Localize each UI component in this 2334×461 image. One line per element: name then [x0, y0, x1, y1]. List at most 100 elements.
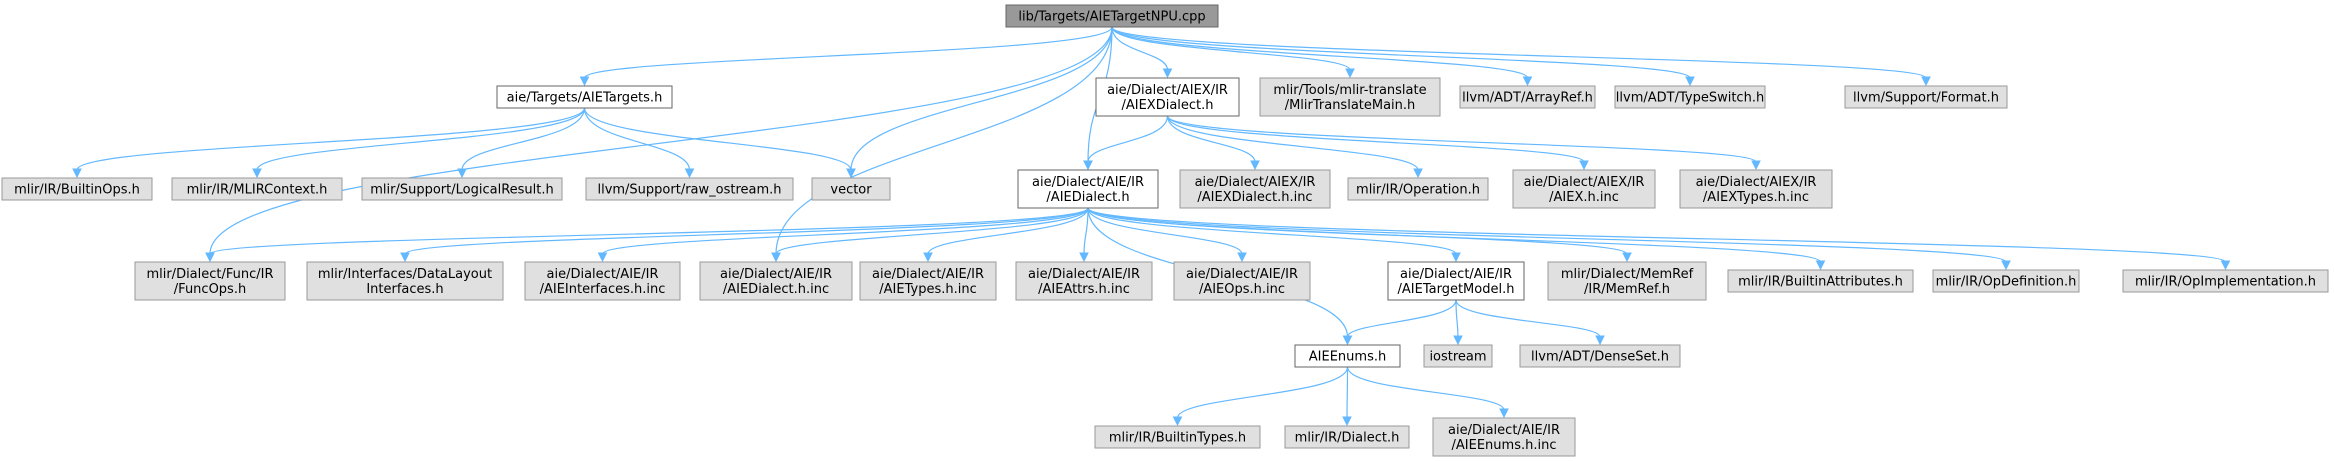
edge-line: [601, 207, 1089, 255]
node-aiedialect[interactable]: aie/Dialect/AIE/IR/AIEDialect.h: [1017, 169, 1159, 209]
node-label: mlir/IR/BuiltinTypes.h: [1109, 431, 1246, 446]
node-box: [1294, 344, 1401, 368]
node-memref: mlir/Dialect/MemRef/IR/MemRef.h: [1547, 261, 1707, 301]
edge-line: [1166, 115, 1757, 163]
node-label: /AIEXTypes.h.inc: [1703, 190, 1809, 205]
node-label: aie/Dialect/AIE/IR: [1448, 423, 1560, 438]
arrowhead-icon: [1345, 68, 1355, 79]
edge-line: [1346, 299, 1457, 338]
edge-line: [927, 207, 1089, 255]
edge-line: [1083, 207, 1089, 255]
node-box: [1387, 261, 1525, 301]
edge-line: [1111, 26, 1351, 71]
edge-line: [1111, 26, 1691, 79]
node-label: AIEEnums.h: [1309, 350, 1386, 365]
node-label: llvm/ADT/TypeSwitch.h: [1616, 91, 1764, 106]
node-label: /AIEDialect.h.inc: [723, 282, 829, 297]
edge-aieenums-to-aieenumsinc: [1346, 366, 1509, 419]
edges-layer: [72, 26, 2231, 427]
edge-line: [1111, 26, 1529, 79]
edge-line: [1087, 207, 1457, 255]
edge-aietargets-to-rawostream: [583, 107, 695, 179]
edge-line: [404, 207, 1089, 255]
arrowhead-icon: [1250, 160, 1260, 171]
node-operation: mlir/IR/Operation.h: [1347, 177, 1489, 201]
edge-root-to-typeswitch: [1111, 26, 1695, 87]
arrowhead-icon: [72, 168, 82, 179]
edge-aiedialect-to-aieattrsinc: [1079, 207, 1089, 263]
arrowhead-icon: [1162, 68, 1173, 79]
node-label: aie/Dialect/AIEX/IR: [1524, 175, 1645, 190]
node-arrayref: llvm/ADT/ArrayRef.h: [1459, 85, 1596, 109]
edge-aiedialect-to-aieopsinc: [1087, 207, 1247, 263]
node-label: llvm/Support/raw_ostream.h: [597, 183, 781, 198]
edge-aiedialect-to-datalayout: [400, 207, 1089, 263]
arrowhead-icon: [1413, 168, 1423, 179]
node-label: aie/Dialect/AIE/IR: [1032, 175, 1144, 190]
node-aieinterfacesinc: aie/Dialect/AIE/IR/AIEInterfaces.h.inc: [524, 261, 681, 301]
node-box: [134, 261, 286, 301]
node-format: llvm/Support/Format.h: [1844, 85, 2008, 109]
node-box: [1432, 417, 1576, 457]
edge-aiexdialect-to-aiedialect: [1083, 115, 1169, 171]
node-label: /AIEEnums.h.inc: [1452, 438, 1557, 453]
node-aieenums[interactable]: AIEEnums.h: [1294, 344, 1401, 368]
edge-line: [1111, 26, 1169, 71]
node-label: mlir/IR/OpDefinition.h: [1936, 275, 2077, 290]
node-label: aie/Dialect/AIE/IR: [1186, 267, 1298, 282]
node-builtinattributes: mlir/IR/BuiltinAttributes.h: [1727, 269, 1914, 293]
node-label: mlir/Interfaces/DataLayout: [318, 267, 492, 282]
edge-line: [1166, 115, 1256, 163]
node-aiexdialect[interactable]: aie/Dialect/AIEX/IR/AIEXDialect.h: [1095, 77, 1240, 117]
edge-line: [583, 26, 1113, 79]
arrowhead-icon: [252, 168, 262, 179]
arrowhead-icon: [1451, 252, 1461, 263]
node-opdefinition: mlir/IR/OpDefinition.h: [1932, 269, 2080, 293]
arrowhead-icon: [579, 76, 590, 87]
node-aiexinc: aie/Dialect/AIEX/IR/AIEX.h.inc: [1512, 169, 1656, 209]
edge-root-to-format: [1111, 26, 1931, 87]
node-label: llvm/ADT/DenseSet.h: [1531, 350, 1669, 365]
node-label: /AIETargetModel.h: [1398, 282, 1515, 297]
node-aietargets[interactable]: aie/Targets/AIETargets.h: [496, 85, 673, 109]
arrowhead-icon: [1522, 76, 1533, 87]
edge-aietargetmodel-to-denseset: [1455, 299, 1605, 346]
node-box: [496, 85, 673, 109]
node-box: [1347, 177, 1489, 201]
node-box: [524, 261, 681, 301]
arrowhead-icon: [1579, 160, 1589, 171]
edge-root-to-aietargets: [579, 26, 1113, 87]
edge-line: [775, 207, 1089, 255]
node-box: [1679, 169, 1833, 209]
edge-line: [1087, 207, 1822, 263]
edge-aiedialect-to-aietargetmodel: [1087, 207, 1461, 263]
edge-aietargets-to-mlircontext: [252, 107, 586, 179]
node-label: /AIEOps.h.inc: [1199, 282, 1285, 297]
node-aieopsinc: aie/Dialect/AIE/IR/AIEOps.h.inc: [1173, 261, 1311, 301]
edge-line: [1455, 299, 1601, 338]
edge-line: [1346, 366, 1505, 411]
node-label: /FuncOps.h: [174, 282, 246, 297]
node-box: [1179, 169, 1331, 209]
node-box: [1519, 344, 1681, 368]
edge-aiedialect-to-aietypesinc: [923, 207, 1089, 263]
node-aiedialectinc: aie/Dialect/AIE/IR/AIEDialect.h.inc: [699, 261, 853, 301]
node-logicalresult: mlir/Support/LogicalResult.h: [361, 177, 563, 201]
node-irdialect: mlir/IR/Dialect.h: [1284, 425, 1410, 449]
node-box: [1727, 269, 1914, 293]
edge-line: [209, 26, 1113, 255]
edge-line: [1455, 299, 1459, 338]
edge-root-to-aiexdialect: [1111, 26, 1173, 79]
arrowhead-icon: [1342, 335, 1353, 346]
arrowhead-icon: [1453, 335, 1463, 346]
edge-line: [1111, 26, 1927, 79]
node-box: [859, 261, 997, 301]
node-label: mlir/IR/MLIRContext.h: [187, 183, 328, 198]
arrowhead-icon: [684, 168, 695, 179]
node-box: [171, 177, 343, 201]
edge-aiedialect-to-aieinterfacesinc: [597, 207, 1089, 263]
edge-line: [1087, 207, 2007, 263]
node-aietargetmodel[interactable]: aie/Dialect/AIE/IR/AIETargetModel.h: [1387, 261, 1525, 301]
arrowhead-icon: [771, 252, 781, 263]
node-label: /AIEX.h.inc: [1549, 190, 1619, 205]
